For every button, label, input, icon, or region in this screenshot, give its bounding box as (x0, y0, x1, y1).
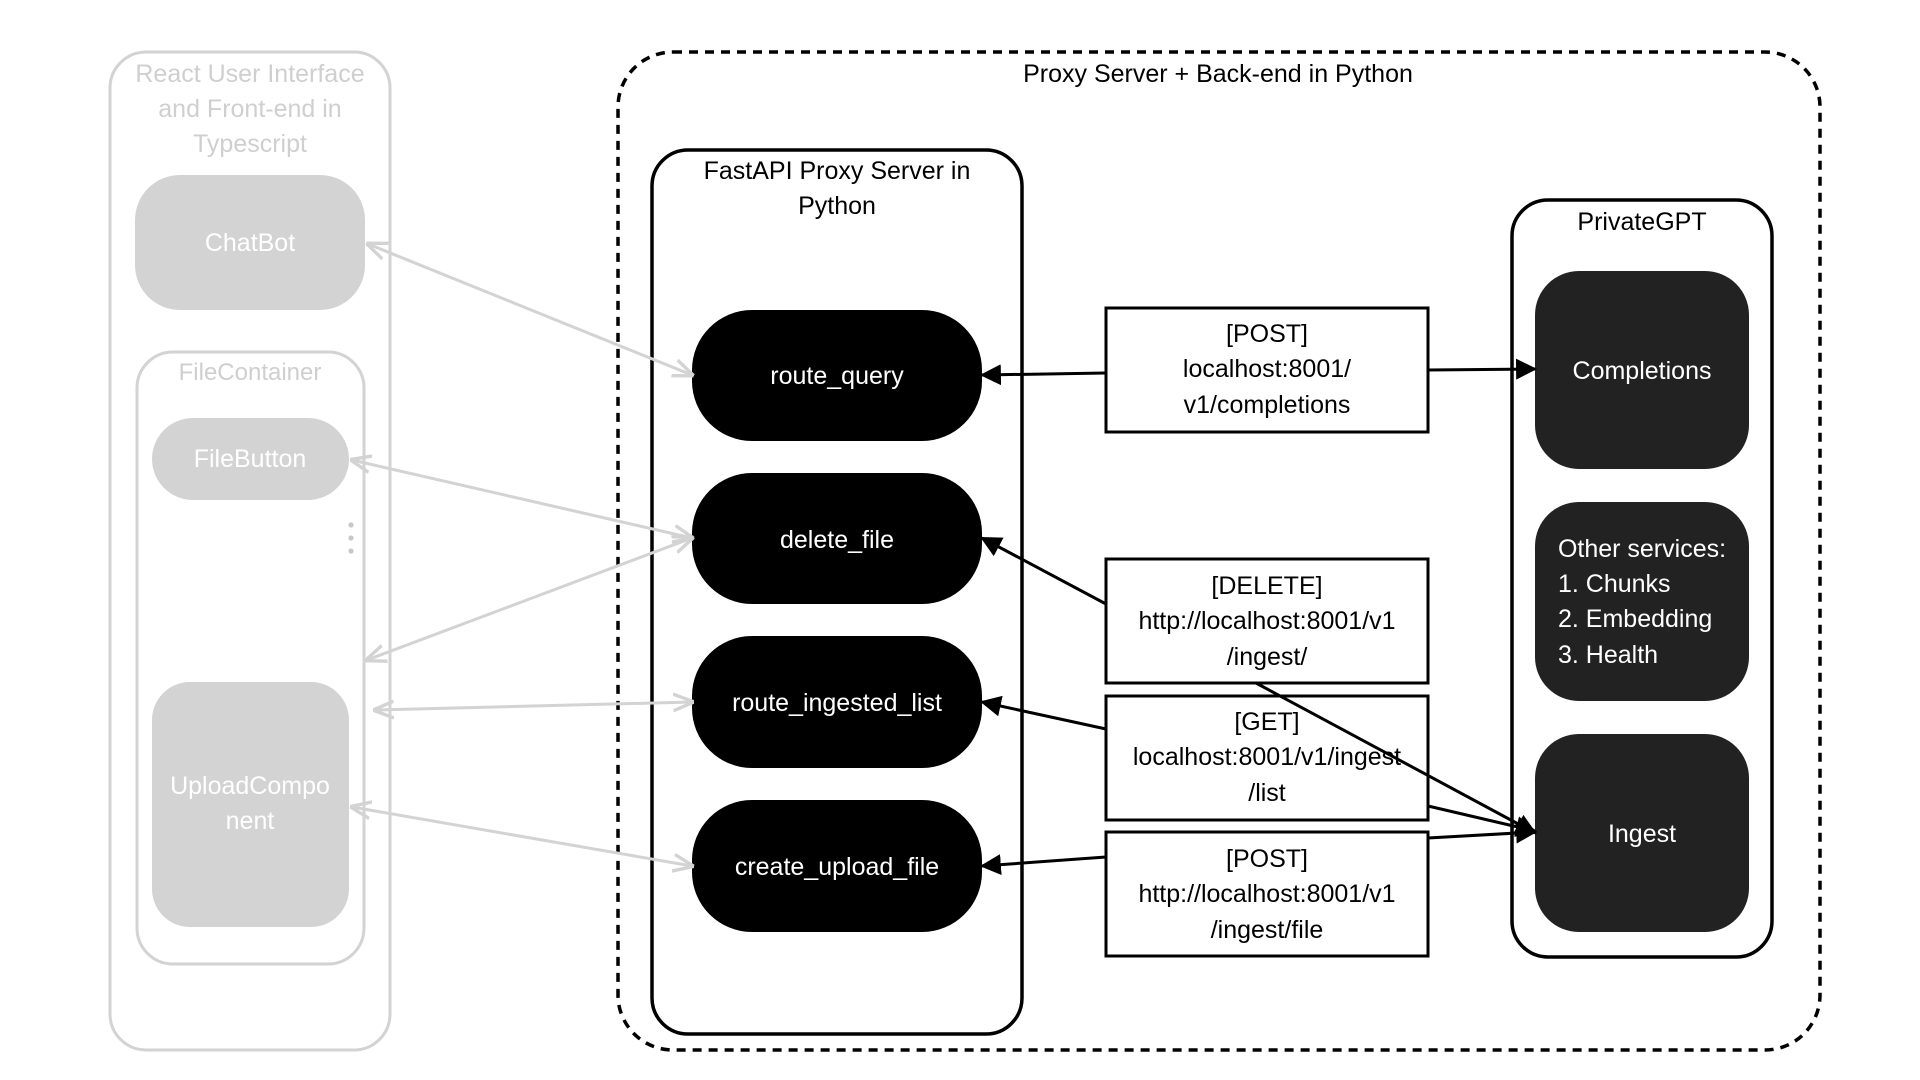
endpoint-completions-line-3: v1/completions (1184, 391, 1351, 419)
endpoint-ingest-list-line-2: localhost:8001/v1/ingest (1133, 743, 1401, 771)
endpoint-ingest-file-line-1: [POST] (1226, 845, 1308, 873)
list-to-ingested-list-arrow (979, 695, 1107, 731)
upload-create-file-arrow (352, 807, 692, 866)
endpoint-delete-line-2: http://localhost:8001/v1 (1138, 607, 1395, 635)
endpoint-ingest-list-line-3: /list (1248, 779, 1286, 807)
completions-service[interactable]: Completions (1535, 271, 1749, 469)
completions-label: Completions (1573, 357, 1712, 385)
endpoint-ingest-list: [GET] localhost:8001/v1/ingest /list (1104, 694, 1430, 822)
other-services-item-3: 3. Health (1558, 641, 1658, 669)
upload-label-line-2: nent (226, 807, 275, 835)
filebutton-delete-arrow (352, 460, 692, 538)
route-ingested-list-label: route_ingested_list (732, 689, 942, 717)
route-create-upload-file[interactable]: create_upload_file (692, 800, 982, 932)
route-query-label: route_query (770, 362, 904, 390)
file-button-label: FileButton (194, 445, 307, 473)
fastapi-proxy-server: FastAPI Proxy Server in Python route_que… (650, 148, 1024, 1036)
endpoint-delete-line-3: /ingest/ (1227, 643, 1308, 671)
backend-arrows (979, 358, 1538, 876)
endpoint-ingest-file-line-2: http://localhost:8001/v1 (1138, 880, 1395, 908)
delete-file-label: delete_file (780, 526, 894, 554)
file-container-title: FileContainer (179, 359, 322, 386)
upload-label-line-1: UploadCompo (170, 772, 330, 800)
backend-panel: Proxy Server + Back-end in Python FastAP… (616, 50, 1822, 1052)
ingest-service[interactable]: Ingest (1535, 734, 1749, 932)
ellipsis-icon (348, 522, 354, 554)
endpoint-ingest-list-line-1: [GET] (1234, 708, 1299, 736)
endpoint-delete: [DELETE] http://localhost:8001/v1 /inges… (1104, 557, 1430, 685)
upload-to-create-file-arrow (979, 854, 1107, 876)
route-delete-file[interactable]: delete_file (692, 473, 982, 604)
other-services-title: Other services: (1558, 535, 1726, 563)
privategpt-title: PrivateGPT (1577, 208, 1706, 236)
upload-ingested-list-arrow (375, 702, 692, 710)
other-services-item-2: 2. Embedding (1558, 605, 1712, 633)
other-services-item-1: 1. Chunks (1558, 570, 1671, 598)
create-upload-file-label: create_upload_file (735, 853, 939, 881)
privategpt-box: PrivateGPT Completions Other services: 1… (1510, 198, 1774, 959)
file-container: FileContainer FileButton UploadCompo nen… (135, 350, 366, 966)
endpoint-completions: [POST] localhost:8001/ v1/completions (1104, 306, 1430, 434)
filecontainer-delete-arrow (367, 538, 692, 660)
endpoint-delete-line-1: [DELETE] (1211, 572, 1322, 600)
ui-to-proxy-arrows (352, 244, 692, 866)
endpoint-completions-line-2: localhost:8001/ (1183, 355, 1351, 383)
fastapi-title-line-2: Python (798, 192, 876, 220)
upload-component[interactable]: UploadCompo nent (152, 682, 349, 927)
route-query[interactable]: route_query (692, 310, 982, 441)
list-endpoint-to-ingest-arrow (1427, 804, 1538, 837)
endpoint-ingest-file: [POST] http://localhost:8001/v1 /ingest/… (1104, 830, 1430, 958)
upload-endpoint-to-ingest-arrow (1427, 822, 1538, 844)
delete-endpoint-to-ingest-arrow (1255, 681, 1537, 835)
react-panel-title-line-2: and Front-end in (158, 95, 341, 123)
react-ui-panel: React User Interface and Front-end in Ty… (108, 50, 392, 1052)
completions-to-route-query-arrow (979, 364, 1107, 386)
react-panel-title-line-1: React User Interface (135, 60, 364, 88)
chatbot-label: ChatBot (205, 229, 295, 257)
route-ingested-list[interactable]: route_ingested_list (692, 636, 982, 768)
endpoint-ingest-file-line-3: /ingest/file (1211, 916, 1324, 944)
chatbot-route-query-arrow (368, 244, 692, 375)
backend-title: Proxy Server + Back-end in Python (1023, 60, 1413, 88)
ingest-label: Ingest (1608, 820, 1676, 848)
file-button-component[interactable]: FileButton (152, 418, 349, 500)
endpoint-completions-line-1: [POST] (1226, 320, 1308, 348)
delete-to-delete-file-arrow (980, 536, 1107, 606)
chatbot-component[interactable]: ChatBot (135, 175, 365, 310)
other-services: Other services: 1. Chunks 2. Embedding 3… (1535, 502, 1749, 701)
completions-endpoint-to-service-arrow (1427, 358, 1538, 380)
react-panel-title-line-3: Typescript (193, 130, 307, 158)
fastapi-title-line-1: FastAPI Proxy Server in (704, 157, 971, 185)
